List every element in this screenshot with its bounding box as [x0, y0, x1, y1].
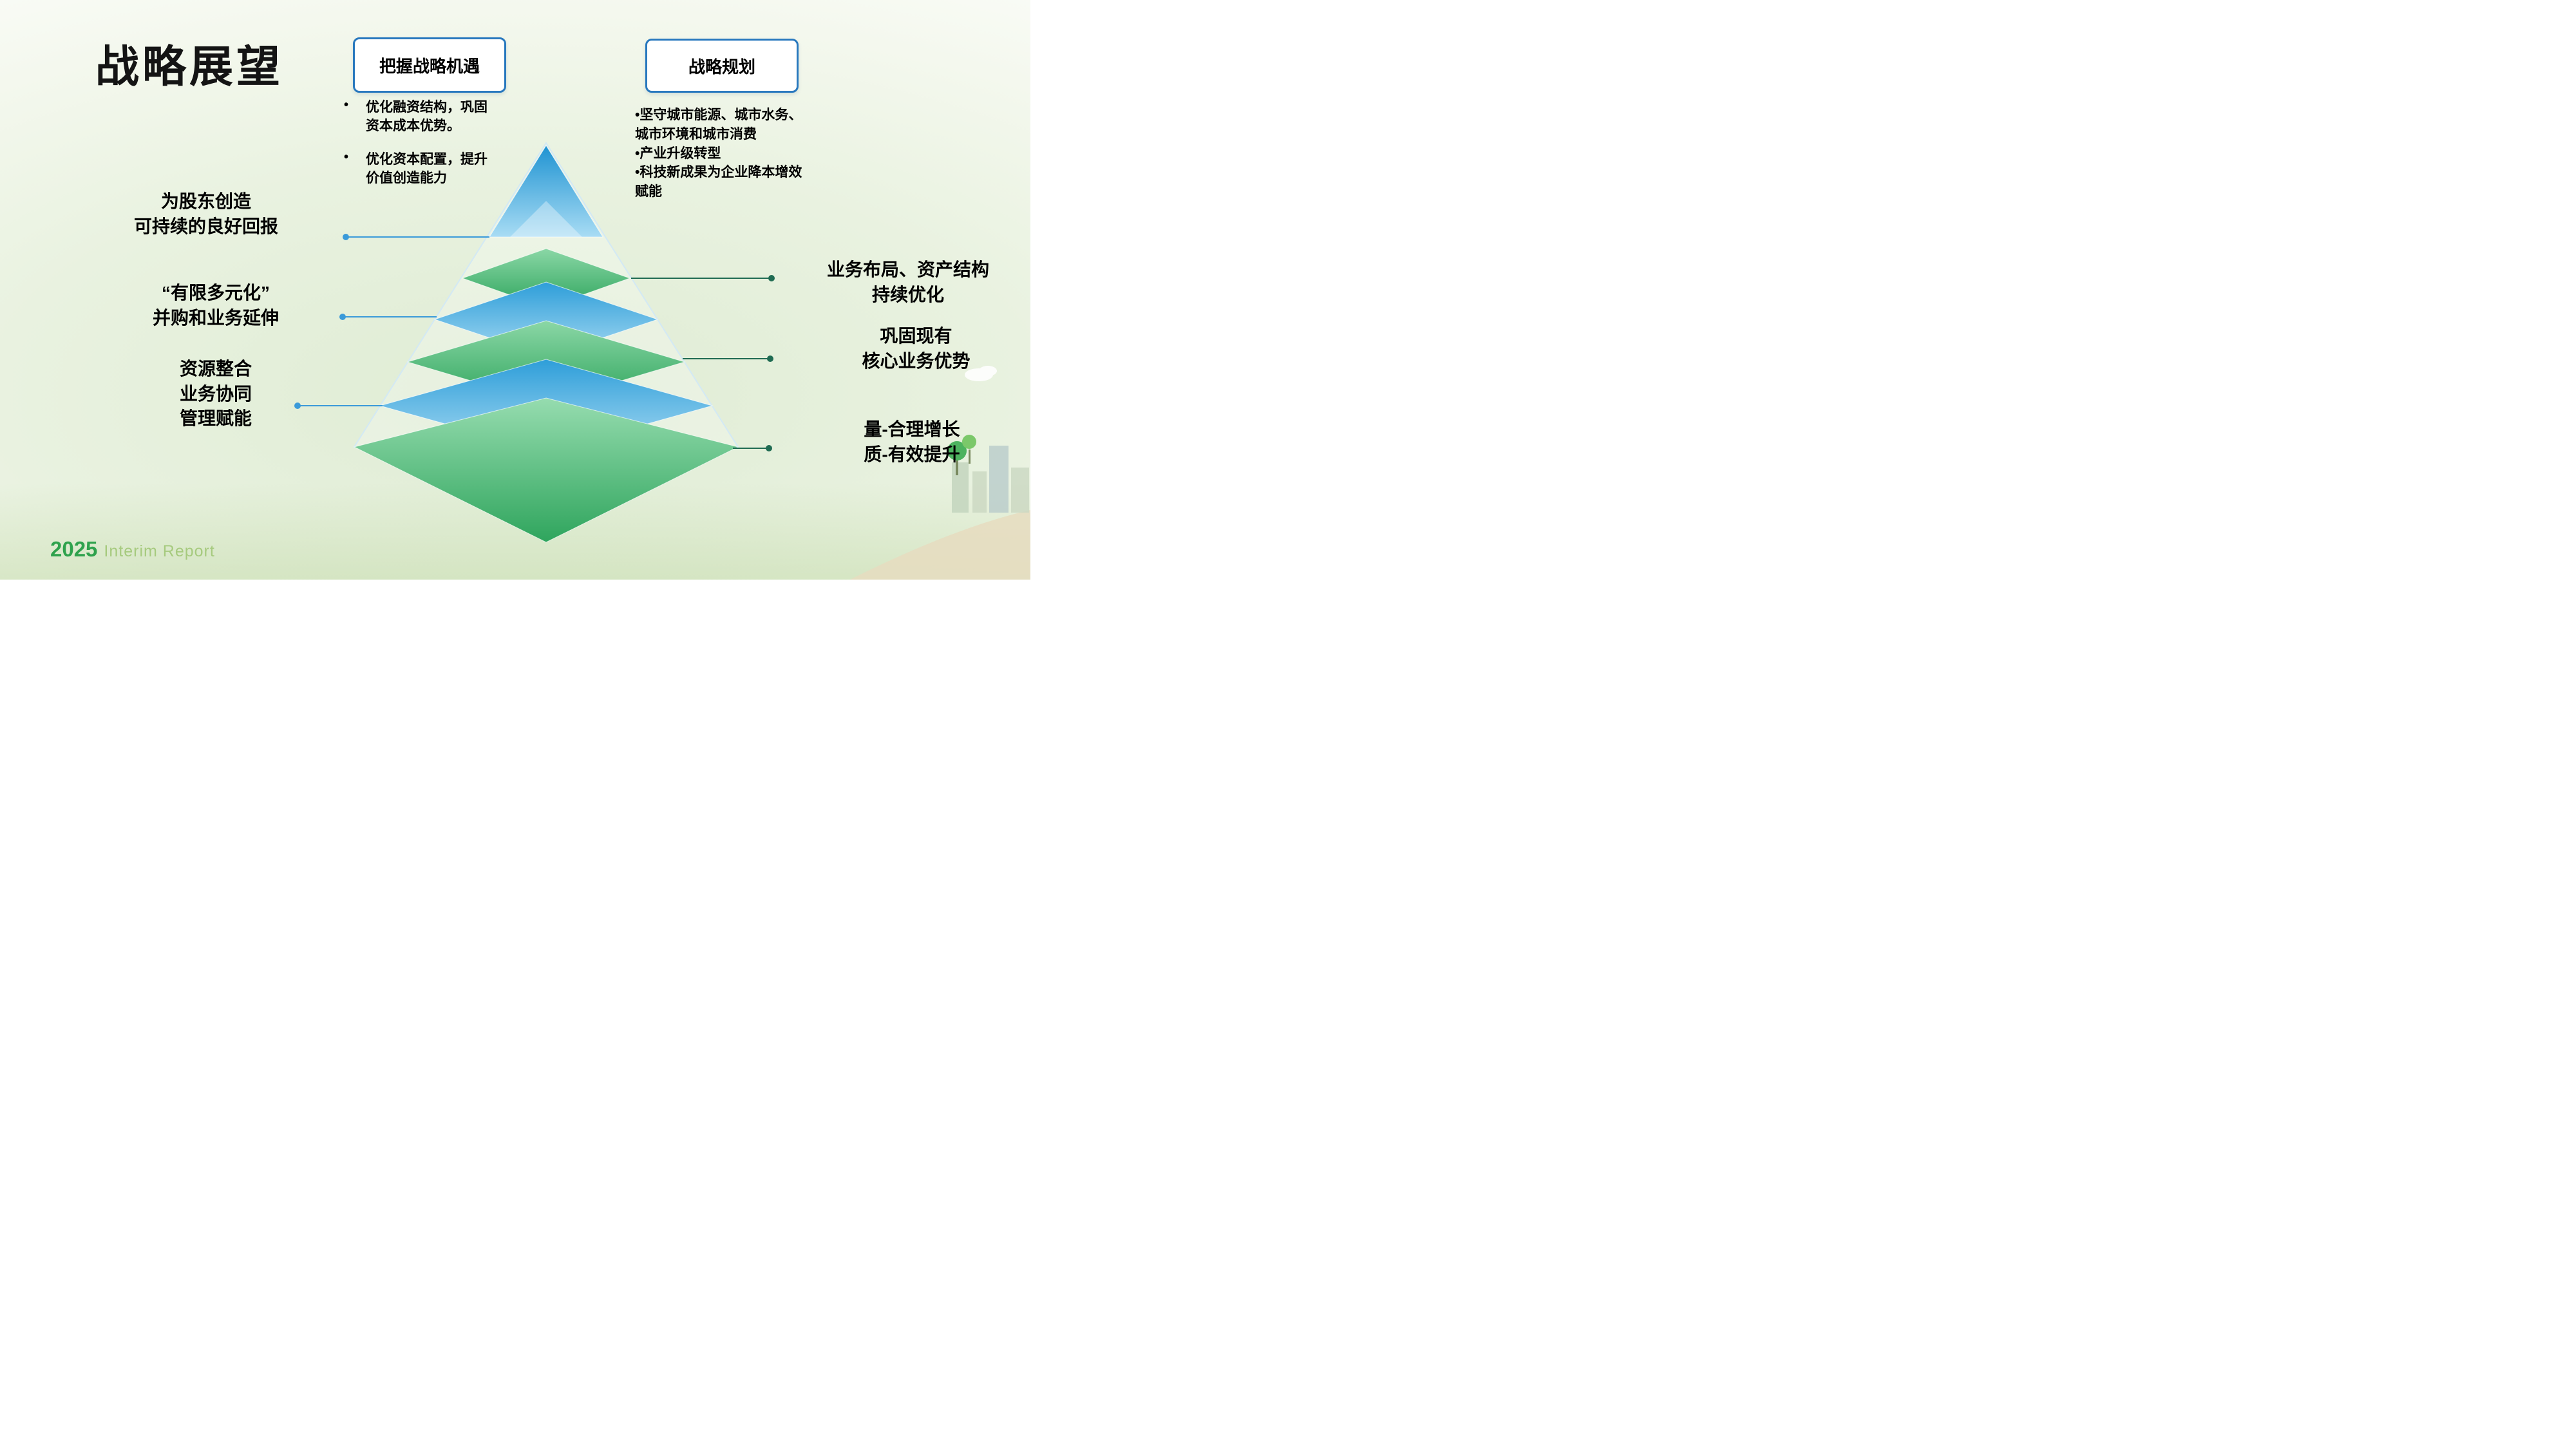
opportunity-bullet-2: 优化资本配置，提升 价值创造能力: [366, 151, 488, 186]
bullet-marker: •: [344, 98, 349, 112]
footer-year: 2025: [50, 537, 98, 561]
bullet-row: • 优化资本配置，提升 价值创造能力: [344, 150, 523, 188]
planning-box-title: 战略规划: [688, 57, 755, 77]
pyramid-tier-top-highlight: [510, 201, 582, 237]
slide-title: 战略展望: [95, 43, 284, 91]
ground-gradient: [0, 483, 1030, 580]
opportunity-bullet-1: 优化融资结构，巩固 资本成本优势。: [366, 100, 488, 134]
left-connector-2-dot: [339, 314, 346, 320]
opportunity-box-title: 把握战略机遇: [379, 56, 480, 76]
right-label-business-layout: 业务布局、资产结构 持续优化: [826, 260, 989, 305]
planning-box: 战略规划: [645, 39, 799, 93]
bullet-marker: •: [344, 149, 349, 164]
right-connector-1-dot: [768, 275, 775, 281]
left-connector-1-dot: [343, 234, 349, 240]
left-label-shareholder-returns: 为股东创造 可持续的良好回报: [133, 191, 278, 236]
right-connector-3-dot: [766, 445, 772, 451]
right-connector-2-dot: [767, 355, 773, 362]
pyramid-band-2: [379, 359, 714, 453]
left-label-resource-integration: 资源整合 业务协同 管理赋能: [179, 359, 252, 429]
bullet-row: • 优化融资结构，巩固 资本成本优势。: [344, 98, 523, 136]
slide: 战略展望 把握战略机遇 • 优化融资结构，巩固 资本成本优势。 • 优化资本配置…: [0, 0, 1030, 580]
opportunity-bullets: • 优化融资结构，巩固 资本成本优势。 • 优化资本配置，提升 价值创造能力: [344, 98, 523, 188]
report-footer: 2025 Interim Report: [50, 537, 215, 562]
right-label-core-business: 巩固现有 核心业务优势: [862, 326, 971, 371]
planning-bullets: •坚守城市能源、城市水务、 城市环境和城市消费 •产业升级转型 •科技新成果为企…: [635, 108, 802, 200]
left-connector-3-dot: [294, 402, 301, 409]
opportunity-box: 把握战略机遇: [353, 37, 506, 93]
footer-label: Interim Report: [104, 542, 215, 560]
right-label-growth-quality: 量-合理增长 质-有效提升: [864, 419, 960, 464]
pyramid-platform-1: [461, 248, 631, 308]
left-label-diversification: “有限多元化” 并购和业务延伸: [152, 283, 279, 328]
pyramid-platform-2: [406, 320, 686, 404]
pyramid-band-1: [433, 281, 659, 357]
